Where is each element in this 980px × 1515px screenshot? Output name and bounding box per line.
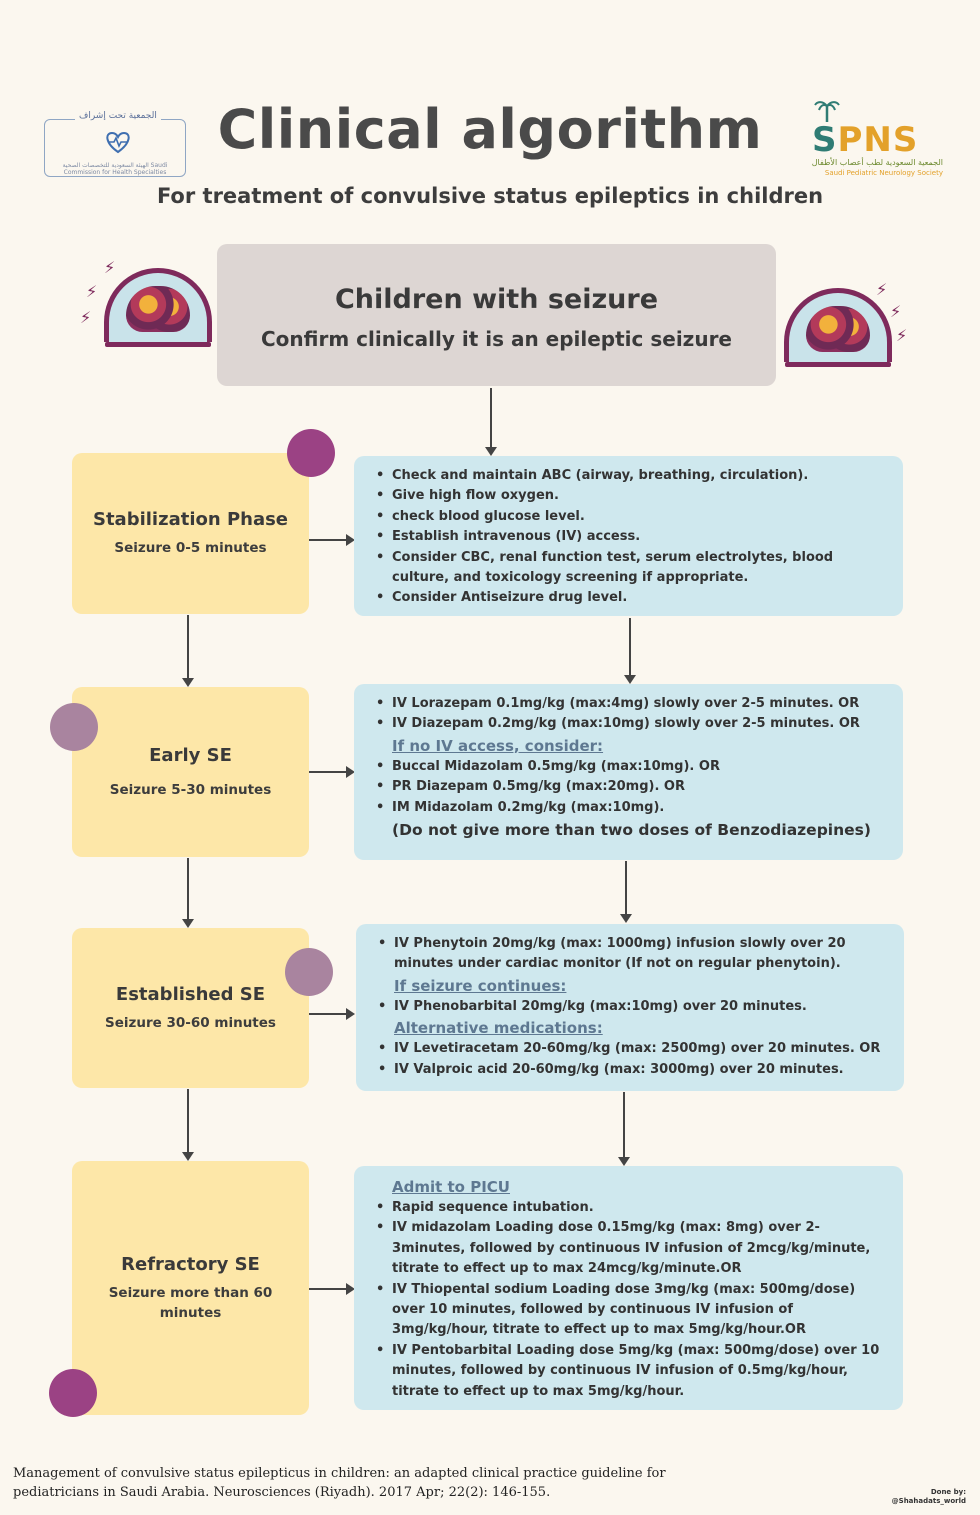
- spns-arabic-name: الجمعية السعودية لطب أعصاب الأطفال: [811, 158, 943, 167]
- list-item: IV Phenytoin 20mg/kg (max: 1000mg) infus…: [378, 934, 884, 975]
- phase-time: Seizure more than 60 minutes: [108, 1284, 273, 1321]
- list-item: IV Levetiracetam 20-60mg/kg (max: 2500mg…: [378, 1039, 884, 1060]
- lightning-icon: ⚡: [876, 280, 888, 299]
- arrow-down: [182, 858, 194, 928]
- list-item: Check and maintain ABC (airway, breathin…: [376, 466, 883, 487]
- scfhs-logo: الجمعية تحت إشراف الهيئة السعودية للتخصص…: [44, 111, 186, 177]
- citation: Management of convulsive status epilepti…: [13, 1466, 666, 1500]
- list-item: IV Phenobarbital 20mg/kg (max:10mg) over…: [378, 997, 884, 1018]
- detail-box-established-se: IV Phenytoin 20mg/kg (max: 1000mg) infus…: [356, 924, 904, 1091]
- decorative-dot: [49, 1369, 97, 1417]
- spns-mark-text: PNS: [837, 120, 919, 160]
- list-item: Consider CBC, renal function test, serum…: [376, 548, 883, 589]
- list-item: IV Thiopental sodium Loading dose 3mg/kg…: [376, 1280, 883, 1341]
- early-se-steps: IV Lorazepam 0.1mg/kg (max:4mg) slowly o…: [376, 694, 883, 735]
- list-item: Buccal Midazolam 0.5mg/kg (max:10mg). OR: [376, 757, 883, 778]
- arrow-down: [620, 861, 632, 923]
- lightning-icon: ⚡: [104, 258, 116, 277]
- spns-english-name: Saudi Pediatric Neurology Society: [824, 169, 943, 177]
- phase-name: Refractory SE: [121, 1253, 260, 1275]
- logo-left-top-text: الجمعية تحت إشراف: [75, 111, 161, 121]
- established-se-steps: IV Phenytoin 20mg/kg (max: 1000mg) infus…: [378, 934, 884, 975]
- list-item: IV Lorazepam 0.1mg/kg (max:4mg) slowly o…: [376, 694, 883, 715]
- list-item: IV Diazepam 0.2mg/kg (max:10mg) slowly o…: [376, 714, 883, 735]
- section-heading: Alternative medications:: [394, 1019, 603, 1038]
- phase-box-established-se: Established SE Seizure 30-60 minutes: [72, 928, 309, 1088]
- start-subtitle: Confirm clinically it is an epileptic se…: [260, 327, 732, 351]
- brain-icon: [126, 286, 190, 332]
- list-item: Establish intravenous (IV) access.: [376, 527, 883, 548]
- section-heading: If no IV access, consider:: [392, 736, 604, 755]
- list-item: IV Valproic acid 20-60mg/kg (max: 3000mg…: [378, 1060, 884, 1081]
- list-item: check blood glucose level.: [376, 507, 883, 528]
- heart-pulse-icon: [103, 130, 133, 159]
- arrow-down: [485, 388, 497, 456]
- lightning-icon: ⚡: [896, 326, 908, 345]
- spns-logo: SPNS الجمعية السعودية لطب أعصاب الأطفال …: [808, 98, 943, 184]
- spns-mark: SPNS: [812, 120, 918, 160]
- arrow-down: [182, 1089, 194, 1161]
- arrow-right: [309, 1283, 355, 1295]
- lightning-icon: ⚡: [890, 302, 902, 321]
- lightning-icon: ⚡: [86, 282, 98, 301]
- list-item: PR Diazepam 0.5mg/kg (max:20mg). OR: [376, 777, 883, 798]
- phase-time: Seizure 0-5 minutes: [114, 540, 267, 556]
- lightning-icon: ⚡: [80, 308, 92, 327]
- arrow-down: [182, 615, 194, 687]
- start-title: Children with seizure: [334, 284, 659, 315]
- phase-box-stabilization: Stabilization Phase Seizure 0-5 minutes: [72, 453, 309, 614]
- start-box: Children with seizure Confirm clinically…: [217, 244, 776, 386]
- list-item: Give high flow oxygen.: [376, 486, 883, 507]
- phase-name: Stabilization Phase: [92, 509, 289, 530]
- detail-box-stabilization: Check and maintain ABC (airway, breathin…: [354, 456, 903, 616]
- credit-handle: @Shahadats_world: [891, 1497, 966, 1505]
- phase-box-refractory-se: Refractory SE Seizure more than 60 minut…: [72, 1161, 309, 1415]
- warning-note: (Do not give more than two doses of Benz…: [392, 821, 871, 840]
- arrow-down: [624, 618, 636, 684]
- spns-mark-prefix: S: [812, 120, 838, 160]
- detail-box-refractory-se: Admit to PICU Rapid sequence intubation.…: [354, 1166, 903, 1410]
- stabilization-steps: Check and maintain ABC (airway, breathin…: [376, 466, 883, 609]
- palm-tree-icon: [814, 98, 840, 128]
- phase-name: Established SE: [115, 983, 266, 1005]
- brain-icon: [806, 306, 870, 352]
- early-se-alt-steps: Buccal Midazolam 0.5mg/kg (max:10mg). OR…: [376, 757, 883, 819]
- arrow-right: [309, 766, 355, 778]
- section-heading: Admit to PICU: [392, 1178, 510, 1196]
- page-title: Clinical algorithm: [217, 98, 763, 161]
- phase-time: Seizure 30-60 minutes: [105, 1014, 276, 1031]
- list-item: Consider Antiseizure drug level.: [376, 588, 883, 609]
- list-item: Rapid sequence intubation.: [376, 1198, 883, 1219]
- phase-name: Early SE: [149, 744, 232, 766]
- brain-illustration-right: [776, 282, 900, 367]
- arrow-down: [618, 1092, 630, 1166]
- established-se-alternative-steps: IV Levetiracetam 20-60mg/kg (max: 2500mg…: [378, 1039, 884, 1080]
- list-item: IV Pentobarbital Loading dose 5mg/kg (ma…: [376, 1341, 883, 1402]
- brain-illustration-left: [96, 262, 220, 347]
- refractory-se-steps: Rapid sequence intubation. IV midazolam …: [376, 1198, 883, 1402]
- established-se-continue-steps: IV Phenobarbital 20mg/kg (max:10mg) over…: [378, 997, 884, 1018]
- section-heading: If seizure continues:: [394, 976, 567, 995]
- credit: Done by: @Shahadats_world: [880, 1488, 966, 1506]
- logo-left-sub-text: الهيئة السعودية للتخصصات الصحية Saudi Co…: [62, 162, 168, 176]
- phase-box-early-se: Early SE Seizure 5-30 minutes: [72, 687, 309, 857]
- list-item: IV midazolam Loading dose 0.15mg/kg (max…: [376, 1218, 883, 1279]
- list-item: IM Midazolam 0.2mg/kg (max:10mg).: [376, 798, 883, 819]
- phase-time: Seizure 5-30 minutes: [109, 781, 272, 798]
- decorative-dot: [50, 703, 98, 751]
- decorative-dot: [285, 948, 333, 996]
- decorative-dot: [287, 429, 335, 477]
- arrow-right: [309, 534, 355, 546]
- detail-box-early-se: IV Lorazepam 0.1mg/kg (max:4mg) slowly o…: [354, 684, 903, 860]
- arrow-right: [309, 1008, 355, 1020]
- page-subtitle: For treatment of convulsive status epile…: [156, 184, 824, 208]
- credit-label: Done by:: [930, 1488, 966, 1496]
